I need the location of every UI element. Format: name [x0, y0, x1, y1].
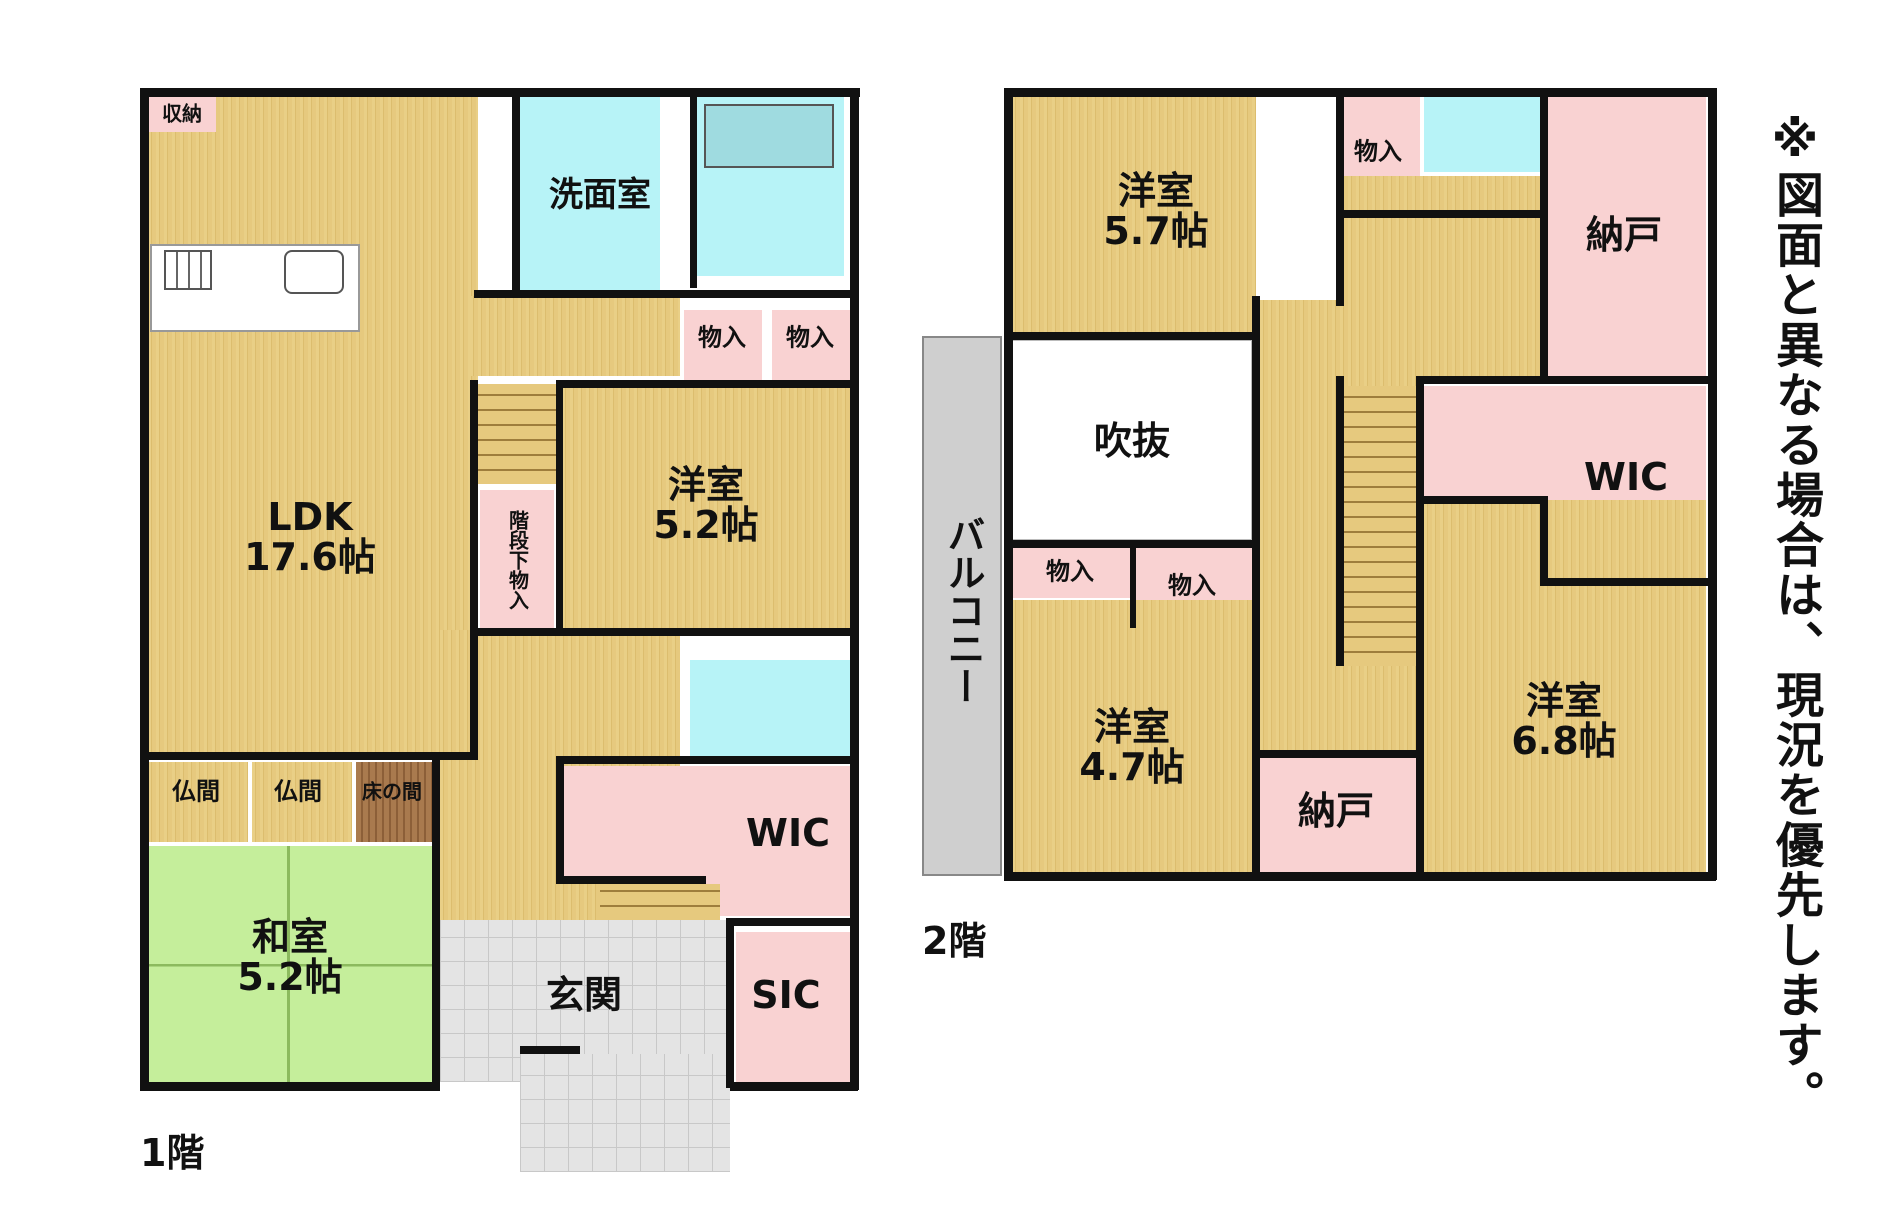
nando-bottom-room	[1260, 758, 1416, 872]
stove-icon	[164, 250, 212, 290]
toilet-1f-room	[690, 660, 850, 756]
floor1-label: 1階	[140, 1131, 205, 1175]
butsuma-a-room	[148, 762, 248, 842]
butsuma-b-label: 仏間	[274, 777, 322, 806]
tokonoma-room	[356, 762, 432, 842]
nando-top-room	[1546, 96, 1706, 376]
toilet-2f-room	[1424, 96, 1542, 172]
floor2-label: 2階	[922, 919, 987, 963]
stairs-1f	[478, 384, 558, 484]
stairs-2f	[1338, 386, 1416, 666]
butsuma-a-label: 仏間	[172, 777, 220, 806]
tokonoma-label: 床の間	[362, 779, 422, 804]
western-room	[562, 388, 850, 628]
genkan-step	[600, 884, 720, 920]
closet-d-label: 物入	[1168, 571, 1216, 600]
closet-top-label: 物入	[1354, 137, 1402, 166]
under-stairs-label: 階段下物入	[505, 510, 530, 610]
closet-c-label: 物入	[1046, 557, 1094, 586]
balcony	[922, 336, 1002, 876]
ldk-room	[148, 96, 478, 756]
ldk-label: LDK 17.6帖	[244, 495, 376, 579]
storage-top-room	[148, 96, 216, 132]
wic-2f-label: WIC	[1584, 455, 1668, 500]
balcony-label: バルコニー	[940, 515, 985, 705]
fukinuke-label: 吹抜	[1093, 419, 1171, 464]
sic-room	[736, 932, 850, 1082]
sink-icon	[284, 250, 344, 294]
washitsu-label: 和室 5.2帖	[237, 915, 343, 999]
wic-2f-room	[1424, 386, 1706, 496]
genkan-label: 玄関	[545, 973, 623, 1018]
washroom-room	[520, 96, 660, 296]
sic-label: SIC	[751, 973, 821, 1018]
bathtub-icon	[704, 104, 834, 168]
fukinuke-room	[1012, 340, 1252, 540]
nando-top-label: 納戸	[1585, 213, 1663, 258]
porch	[520, 1054, 730, 1172]
wic-1f-label: WIC	[746, 811, 830, 856]
western-label: 洋室 5.2帖	[653, 463, 759, 547]
closet-a-label: 物入	[698, 323, 746, 352]
western-b-label: 洋室 4.7帖	[1079, 705, 1185, 789]
wic-1f-room	[562, 766, 850, 882]
washroom-label: 洗面室	[549, 175, 651, 216]
wic-1f-room-ext	[700, 880, 850, 916]
western-a-room	[1012, 96, 1256, 332]
disclaimer-note: ※図面と異なる場合は、現況を優先します。	[1767, 112, 1823, 1120]
western-b-room	[1012, 600, 1252, 872]
closet-b-label: 物入	[786, 323, 834, 352]
western-c-label: 洋室 6.8帖	[1511, 679, 1617, 763]
washitsu-room	[148, 846, 432, 1082]
nando-bottom-label: 納戸	[1297, 789, 1375, 834]
ldk-room-ext	[470, 296, 680, 376]
closet-a-room	[684, 310, 762, 386]
western-a-label: 洋室 5.7帖	[1103, 169, 1209, 253]
under-stairs-room	[480, 490, 554, 630]
western-c-room	[1424, 500, 1706, 872]
closet-c-room	[1012, 548, 1130, 598]
butsuma-b-room	[252, 762, 352, 842]
storage-top-label: 収納	[162, 101, 202, 126]
closet-b-room	[772, 310, 850, 386]
